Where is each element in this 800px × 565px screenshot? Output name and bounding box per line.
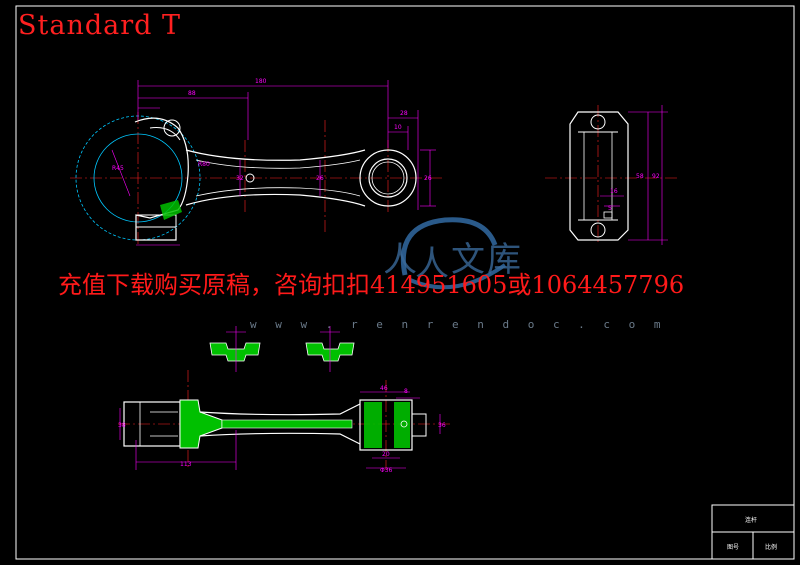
watermark-url: w w w . r e n r e n d o c . c o m [250,318,667,331]
dim-side-h2: 92 [652,173,660,180]
watermark-ad-text: 充值下载购买原稿，咨询扣扣414951605或1064457796 [58,271,685,299]
drawing-frame [15,5,795,560]
dim-hole: 26 [424,175,432,182]
section-views [209,326,355,372]
dim-radius: R80 [198,161,210,168]
dim-bottom-right-small: 8 [404,388,408,395]
front-view [118,370,450,470]
dim-bottom-left: 113 [180,461,192,468]
dim-shank: 26 [316,175,324,182]
logo-char-3: 文 [451,240,485,280]
dim-right-width: 28 [400,110,408,117]
dim-center: 88 [188,90,196,97]
dim-right-small: 10 [394,124,402,131]
dim-end-height: 32 [236,175,244,182]
dim-bottom-left-height: 38 [118,422,126,429]
watermark-logo: 人 人 文 库 [385,217,521,290]
dim-bottom-right-base: Φ36 [380,467,393,474]
title-block-name: 连杆 [745,517,758,524]
dim-side-h1: 58 [636,173,644,180]
dim-bottom-right-top: 46 [380,385,388,392]
title-block [711,504,795,560]
watermark-title: Standard T [18,10,181,41]
dim-overall: 180 [255,78,267,85]
logo-char-4: 库 [487,240,521,280]
dim-side-small: 16 [610,188,618,195]
logo-char-2: 人 [415,244,449,284]
logo-char-1: 人 [385,240,417,280]
title-block-cell-1: 图号 [727,544,740,551]
dim-side-tiny: 5 [608,205,612,212]
side-view [545,105,680,245]
main-view [70,80,445,246]
dim-big-end: R45 [112,165,124,172]
title-block-cell-2: 比例 [765,544,778,551]
dim-bottom-right-width: 20 [382,451,390,458]
dim-bottom-right-height: 36 [438,422,446,429]
